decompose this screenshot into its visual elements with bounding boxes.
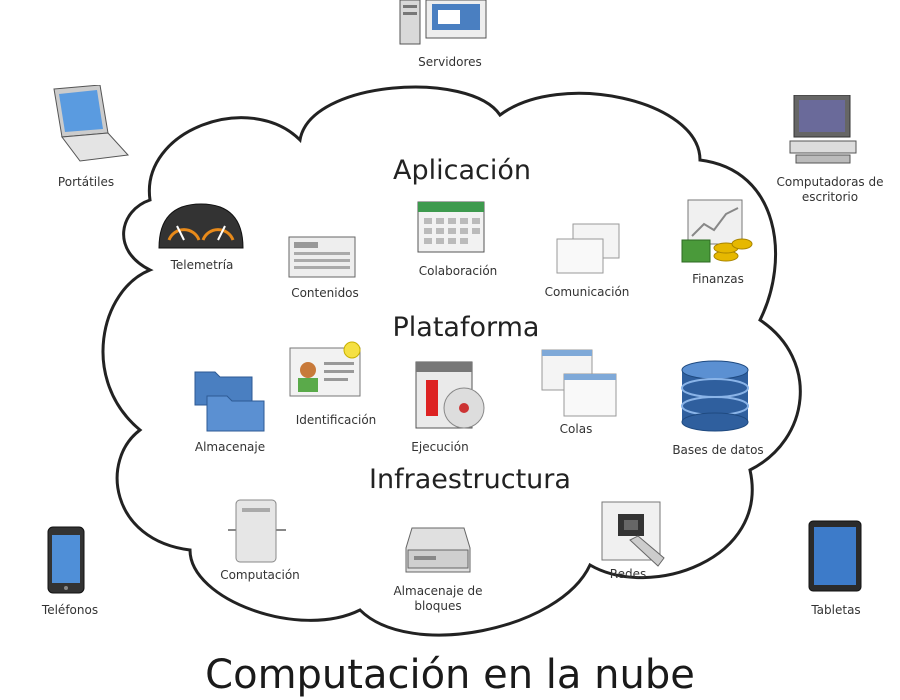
networks-label: Redes bbox=[609, 567, 647, 581]
hard-drive-icon bbox=[405, 527, 471, 573]
databases-label: Bases de datos bbox=[672, 443, 764, 457]
gauge-dashboard-icon bbox=[158, 203, 244, 249]
stacked-windows-icon bbox=[541, 349, 617, 417]
queues-label: Colas bbox=[559, 422, 593, 436]
calendar-icon bbox=[417, 201, 485, 253]
block-storage-label: Almacenaje de bloques bbox=[393, 584, 483, 613]
storage-label: Almacenaje bbox=[194, 440, 266, 454]
telemetry-label: Telemetría bbox=[170, 258, 234, 272]
executable-disc-icon bbox=[415, 361, 485, 429]
section-plataforma: Plataforma bbox=[392, 312, 540, 343]
section-aplicacion: Aplicación bbox=[393, 155, 531, 186]
id-card-icon bbox=[289, 341, 361, 397]
tablet-icon[interactable] bbox=[808, 520, 864, 594]
laptop-icon[interactable] bbox=[38, 85, 130, 165]
database-icon bbox=[681, 360, 749, 432]
phones-label: Teléfonos bbox=[41, 603, 99, 617]
compute-node-icon bbox=[228, 499, 286, 563]
execution-label: Ejecución bbox=[411, 440, 469, 454]
smartphone-icon[interactable] bbox=[47, 526, 87, 596]
identification-label: Identificación bbox=[295, 413, 377, 427]
section-infraestructura: Infraestructura bbox=[369, 464, 571, 495]
communication-label: Comunicación bbox=[544, 285, 630, 299]
desktop-computer-icon[interactable] bbox=[788, 95, 858, 167]
computing-label: Computación bbox=[220, 568, 300, 582]
tablets-label: Tabletas bbox=[811, 603, 861, 617]
laptops-label: Portátiles bbox=[57, 175, 115, 189]
contents-label: Contenidos bbox=[291, 286, 359, 300]
folders-icon bbox=[194, 371, 265, 432]
desktops-label: Computadoras de escritorio bbox=[776, 175, 884, 204]
page-title: Computación en la nube bbox=[205, 652, 695, 698]
network-port-icon bbox=[601, 501, 665, 567]
server-icon bbox=[399, 0, 487, 45]
news-document-icon bbox=[288, 236, 356, 278]
money-chart-icon bbox=[681, 199, 753, 263]
chat-windows-icon bbox=[556, 223, 620, 274]
servers-label: Servidores bbox=[418, 55, 482, 69]
collaboration-label: Colaboración bbox=[418, 264, 498, 278]
finances-label: Finanzas bbox=[692, 272, 744, 286]
